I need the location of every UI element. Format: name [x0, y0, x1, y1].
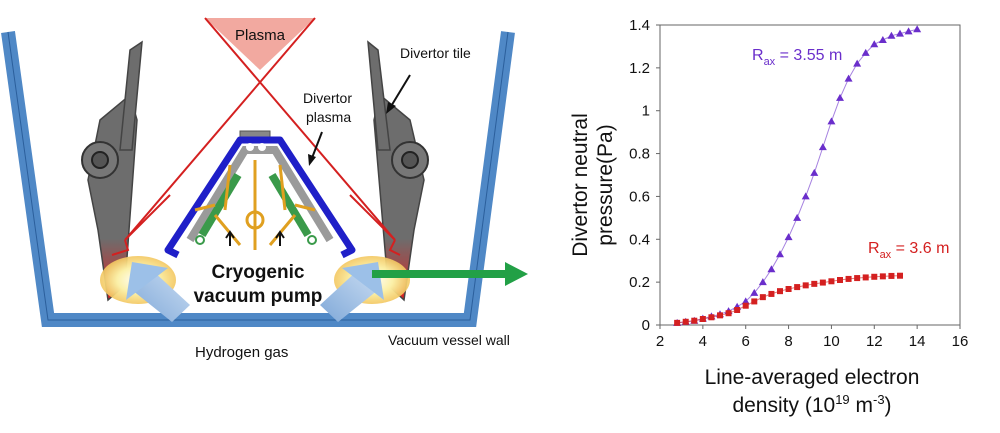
y-axis-label-line2: pressure(Pa) — [594, 124, 617, 245]
x-tick-label: 4 — [699, 333, 707, 350]
data-point — [845, 275, 852, 282]
y-axis-ticks: 0 0.2 0.4 0.6 0.8 1 1.2 1.4 — [629, 17, 660, 334]
data-point — [837, 277, 843, 283]
data-point — [887, 31, 896, 39]
data-point — [878, 36, 887, 43]
data-point — [785, 286, 792, 292]
cryogenic-pump: Cryogenic vacuum pump — [164, 130, 356, 307]
hydrogen-arrow-left — [126, 262, 190, 322]
data-point — [741, 297, 750, 305]
legend-series-355: Rax = 3.55 m — [752, 47, 842, 68]
divertor-tile-left — [81, 40, 143, 302]
y-axis-label-line1: Divertor neutral — [569, 113, 592, 257]
x-tick-label: 6 — [742, 333, 750, 350]
legend-series-36: Rax = 3.6 m — [868, 240, 949, 261]
divertor-tile-pointer — [389, 74, 411, 109]
divertor-plasma-label-line2: plasma — [306, 109, 351, 125]
data-point — [758, 278, 767, 286]
data-point — [768, 290, 775, 297]
x-tick-label: 2 — [656, 333, 664, 350]
divertor-plasma-pointer — [311, 131, 323, 159]
x-tick-label: 12 — [866, 333, 883, 350]
y-tick-label: 0.4 — [629, 231, 650, 248]
data-point — [861, 48, 870, 56]
data-point — [717, 312, 723, 319]
data-point — [862, 274, 869, 281]
y-tick-label: 1.2 — [629, 60, 650, 77]
x-axis-label-line2: density (1019 m-3) — [732, 392, 891, 417]
data-point — [750, 288, 759, 296]
data-point — [827, 117, 836, 125]
y-tick-label: 0 — [642, 317, 650, 334]
pressure-density-chart: 0 0.2 0.4 0.6 0.8 1 1.2 1.4 2 4 6 8 10 12 14 16 Divert… — [569, 17, 968, 417]
plot-area-frame — [659, 24, 961, 326]
vessel-wall-label: Vacuum vessel wall — [388, 332, 510, 348]
x-axis-ticks: 2 4 6 8 10 12 14 16 — [656, 325, 969, 350]
divertor-tile-right — [367, 40, 429, 302]
data-point — [888, 272, 895, 279]
data-point — [708, 314, 715, 321]
data-point — [802, 282, 809, 289]
data-point — [853, 59, 862, 67]
x-tick-label: 10 — [823, 333, 840, 350]
plasma-core — [205, 18, 315, 70]
plasma-label: Plasma — [235, 27, 286, 44]
data-point — [836, 93, 844, 101]
data-point — [767, 265, 776, 273]
data-point — [725, 310, 732, 317]
data-point — [819, 279, 826, 286]
data-point — [897, 272, 903, 279]
divertor-diagram: Plasma — [1, 17, 528, 361]
y-tick-label: 0.6 — [629, 188, 650, 205]
data-point — [691, 317, 698, 324]
data-point — [751, 298, 758, 305]
pump-label-line1: Cryogenic — [212, 262, 305, 283]
data-point — [682, 318, 689, 325]
hydrogen-gas-label: Hydrogen gas — [195, 344, 288, 361]
y-tick-label: 1.4 — [629, 17, 650, 34]
data-point — [879, 273, 886, 280]
data-point — [734, 307, 741, 313]
data-point — [844, 74, 853, 82]
y-tick-label: 1 — [642, 103, 650, 120]
data-point — [871, 273, 878, 280]
x-axis-label-line1: Line-averaged electron — [705, 366, 920, 389]
data-point — [674, 319, 681, 326]
data-point — [818, 143, 827, 151]
data-point — [810, 168, 819, 176]
data-point — [776, 250, 784, 258]
divertor-plasma-lines — [111, 17, 401, 256]
pump-label-line2: vacuum pump — [194, 286, 323, 307]
data-point — [699, 316, 706, 322]
data-point — [759, 294, 766, 301]
data-point — [904, 27, 913, 35]
y-tick-label: 0.8 — [629, 146, 650, 163]
data-point — [801, 192, 810, 200]
data-point — [870, 40, 879, 48]
green-arrow — [372, 262, 528, 286]
data-point — [828, 278, 835, 285]
data-point — [794, 284, 801, 291]
x-tick-label: 14 — [909, 333, 926, 350]
data-point — [793, 213, 802, 221]
divertor-plasma-label-line1: Divertor — [303, 90, 352, 106]
series-markers — [673, 25, 922, 326]
divertor-tile-label: Divertor tile — [400, 45, 471, 61]
data-point — [784, 233, 793, 241]
data-point — [811, 280, 818, 287]
x-tick-label: 16 — [952, 333, 969, 350]
y-tick-label: 0.2 — [629, 274, 650, 291]
x-tick-label: 8 — [784, 333, 792, 350]
data-point — [896, 29, 904, 37]
data-point — [777, 288, 783, 295]
data-point — [913, 25, 922, 33]
data-point — [742, 302, 749, 309]
data-point — [854, 275, 861, 282]
